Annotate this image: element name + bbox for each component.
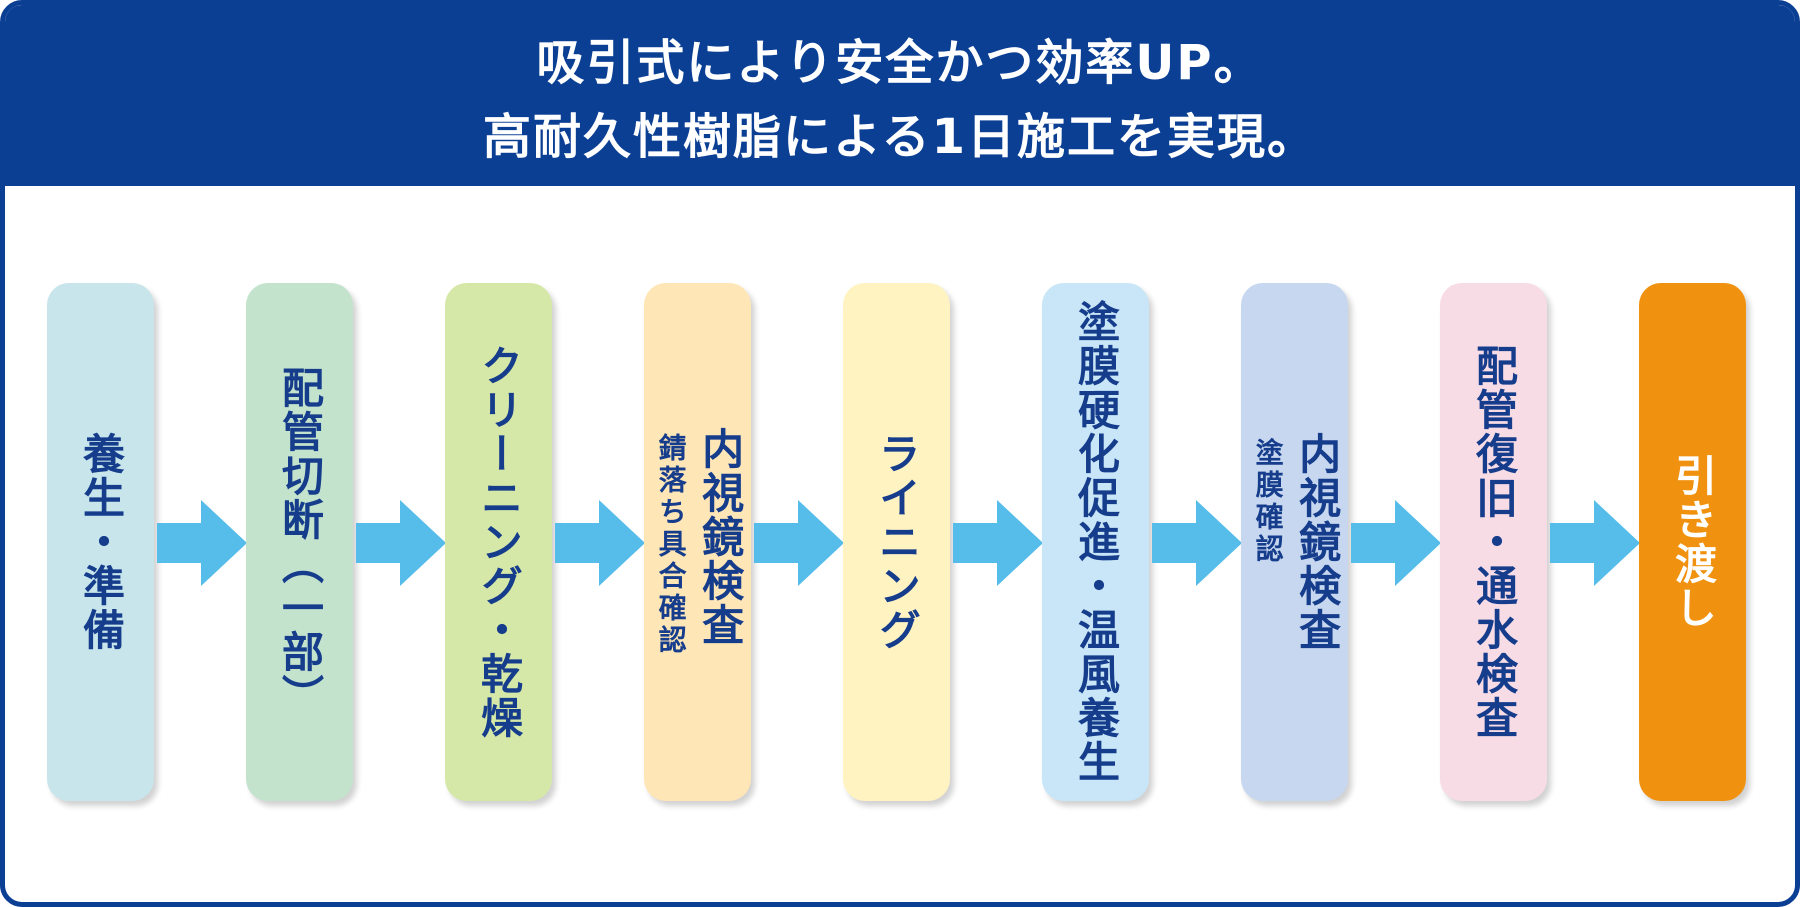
right-arrow-icon <box>754 500 844 586</box>
right-arrow-icon <box>555 500 645 586</box>
step-card-5: ライニング <box>843 283 950 801</box>
right-arrow-icon <box>1152 500 1242 586</box>
step-card-4: 内視鏡検査 錆落ち具合確認 <box>644 283 751 801</box>
right-arrow-icon <box>1351 500 1441 586</box>
step-label: 引き渡し <box>1668 454 1718 630</box>
header-banner: 吸引式により安全かつ効率UP。 高耐久性樹脂による1日施工を実現。 <box>5 5 1795 186</box>
step-card-6: 塗膜硬化促進・温風養生 <box>1042 283 1149 801</box>
step-label: 内視鏡検査 <box>1292 432 1342 652</box>
step-card-8: 配管復旧・通水検査 <box>1440 283 1547 801</box>
step-label: 内視鏡検査 <box>695 427 745 647</box>
step-label: 養生・準備 <box>76 432 126 652</box>
step-card-9: 引き渡し <box>1639 283 1746 801</box>
header-line-1: 吸引式により安全かつ効率UP。 <box>536 35 1264 91</box>
step-label: 配管切断（一部） <box>275 366 325 718</box>
process-flow: 養生・準備 配管切断（一部） クリーニング・乾燥 内視鏡検査 錆落ち具合確認 <box>5 5 1795 902</box>
right-arrow-icon <box>953 500 1043 586</box>
step-card-1: 養生・準備 <box>47 283 154 801</box>
header-line-2: 高耐久性樹脂による1日施工を実現。 <box>483 109 1317 165</box>
step-card-2: 配管切断（一部） <box>246 283 353 801</box>
step-label: クリーニング・乾燥 <box>474 344 524 740</box>
right-arrow-icon <box>1550 500 1640 586</box>
step-label: 配管復旧・通水検査 <box>1469 344 1519 740</box>
step-card-3: クリーニング・乾燥 <box>445 283 552 801</box>
right-arrow-icon <box>157 500 247 586</box>
right-arrow-icon <box>356 500 446 586</box>
step-card-7: 内視鏡検査 塗膜確認 <box>1241 283 1348 801</box>
step-note: 塗膜確認 <box>1251 438 1285 566</box>
step-label: 塗膜硬化促進・温風養生 <box>1071 300 1121 784</box>
step-note: 錆落ち具合確認 <box>654 433 688 657</box>
step-label: ライニング <box>872 432 922 652</box>
